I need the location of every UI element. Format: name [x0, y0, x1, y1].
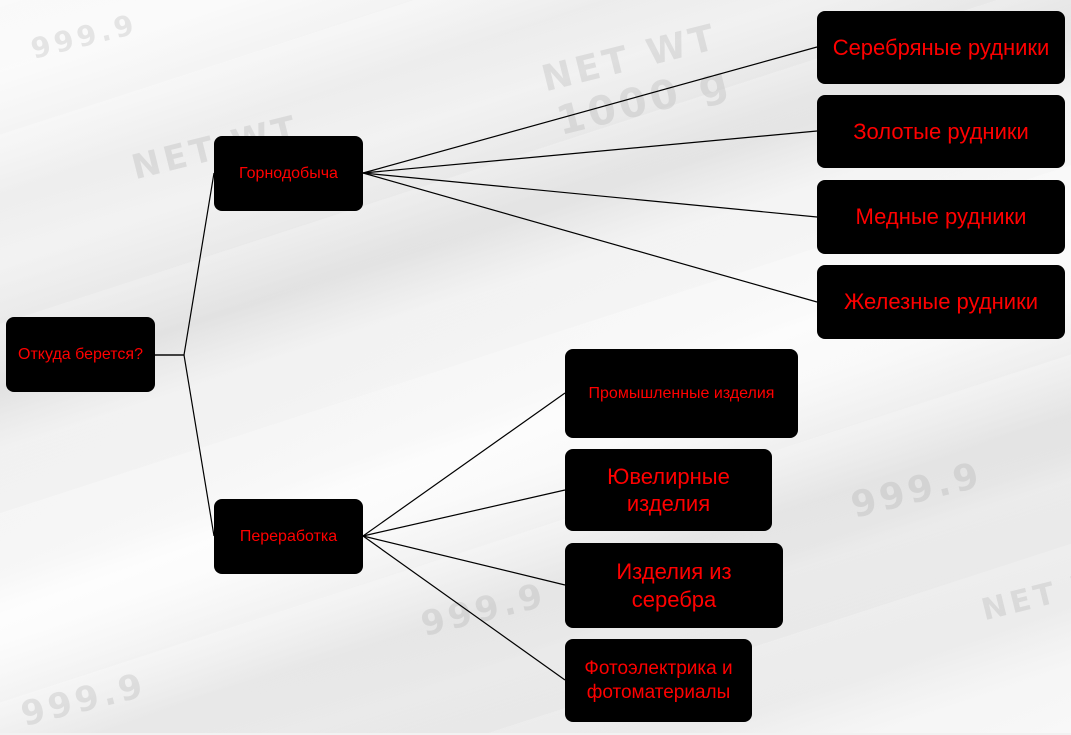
leaf-node-photo-materials: Фотоэлектрика и фотоматериалы: [565, 639, 752, 722]
leaf-node-silver-goods: Изделия из серебра: [565, 543, 783, 628]
connector-mining-gold-mines: [363, 131, 817, 173]
connector-root-processing: [155, 355, 214, 536]
root-node: Откуда берется?: [6, 317, 155, 392]
connector-processing-industrial: [363, 393, 565, 536]
leaf-node-copper-mines: Медные рудники: [817, 180, 1065, 254]
leaf-node-iron-mines: Железные рудники: [817, 265, 1065, 339]
leaf-node-silver-mines: Серебряные рудники: [817, 11, 1065, 84]
leaf-node-jewelry: Ювелирные изделия: [565, 449, 772, 531]
connector-mining-iron-mines: [363, 173, 817, 302]
connector-root-mining: [155, 173, 214, 355]
leaf-node-gold-mines: Золотые рудники: [817, 95, 1065, 168]
connector-processing-jewelry: [363, 490, 565, 536]
connector-mining-silver-mines: [363, 47, 817, 173]
branch-node-processing: Переработка: [214, 499, 363, 574]
leaf-node-industrial-products: Промышленные изделия: [565, 349, 798, 438]
connector-mining-copper-mines: [363, 173, 817, 217]
connector-processing-silver-goods: [363, 536, 565, 585]
branch-node-mining: Горнодобыча: [214, 136, 363, 211]
connector-processing-photo: [363, 536, 565, 680]
